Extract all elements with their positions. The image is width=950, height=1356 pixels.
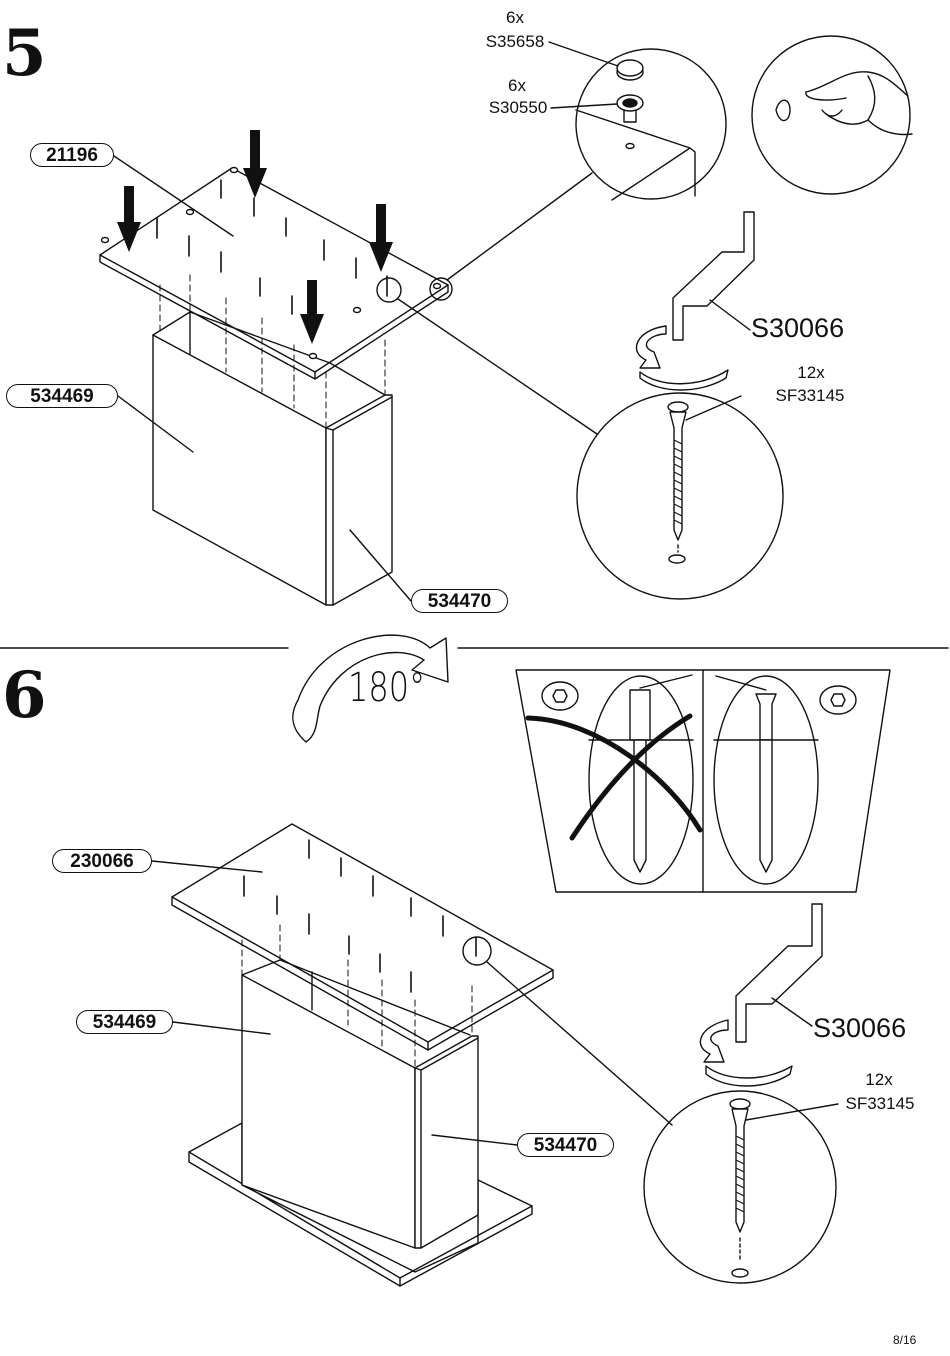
part-label-230066: 230066 [52, 849, 152, 873]
part-label-534469: 534469 [6, 384, 118, 408]
cap-code: S35658 [485, 32, 545, 51]
step5-number: 5 [2, 16, 47, 91]
screw-quantity: 12x [865, 1070, 893, 1089]
page-number: 8/16 [893, 1333, 917, 1347]
part-label-534470: 534470 [517, 1133, 614, 1157]
step6-cabinet [151, 823, 673, 1287]
step5-hand-detail [751, 35, 913, 195]
screw-quantity: 12x [797, 363, 825, 382]
part-label-534470: 534470 [411, 589, 508, 613]
part-label-534469: 534469 [76, 1010, 173, 1034]
step6-number: 6 [2, 658, 47, 733]
dowel-code: S30550 [488, 98, 548, 117]
cap-quantity: 6x [506, 8, 524, 27]
dowel-quantity: 6x [508, 76, 526, 95]
tool-code: S30066 [813, 1013, 907, 1043]
rotation-angle: 180° [348, 665, 426, 711]
step6-screw-detail [643, 903, 839, 1284]
step6-orientation-panel [515, 669, 891, 893]
rotate-180-arrow [292, 634, 449, 743]
step5-screw-detail [576, 211, 784, 600]
tool-code: S30066 [751, 313, 845, 343]
step5-cap-detail [548, 41, 727, 201]
screw-code: SF33145 [845, 1094, 915, 1113]
step5-cabinet [99, 130, 598, 606]
part-label-21196: 21196 [30, 143, 114, 167]
screw-code: SF33145 [775, 386, 845, 405]
